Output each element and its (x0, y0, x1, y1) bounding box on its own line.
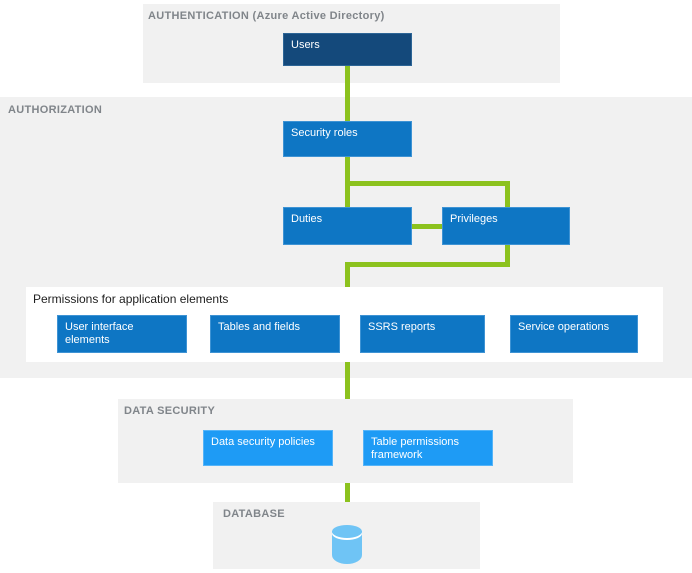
connector-branch-to-privileges-horizontal (345, 181, 510, 186)
tables-and-fields-node: Tables and fields (210, 315, 340, 353)
data-security-policies-node: Data security policies (203, 430, 333, 466)
security-roles-node: Security roles (283, 121, 412, 157)
data-security-section-label: DATA SECURITY (124, 405, 216, 417)
service-operations-node: Service operations (510, 315, 638, 353)
data-security-section: DATA SECURITY (118, 399, 573, 483)
authentication-section-label: AUTHENTICATION (Azure Active Directory) (148, 10, 385, 22)
privileges-node: Privileges (442, 207, 570, 245)
connector-privileges-down (505, 245, 510, 267)
connector-permissions-to-data-security (345, 362, 350, 399)
authentication-section: AUTHENTICATION (Azure Active Directory) (143, 4, 560, 83)
permissions-panel-title: Permissions for application elements (33, 292, 229, 306)
users-node: Users (283, 33, 412, 66)
duties-node: Duties (283, 207, 412, 245)
connector-duties-privileges (412, 224, 442, 229)
connector-into-permissions-panel (345, 262, 350, 287)
table-permissions-framework-node: Table permissions framework (363, 430, 493, 466)
authorization-section-label: AUTHORIZATION (8, 104, 103, 116)
connector-branch-to-privileges-vertical (505, 181, 510, 207)
connector-privileges-to-permissions-horizontal (345, 262, 510, 267)
connector-data-security-to-database (345, 483, 350, 502)
connector-users-to-security-roles (345, 66, 350, 121)
database-cylinder-icon (332, 524, 362, 564)
ssrs-reports-node: SSRS reports (360, 315, 485, 353)
database-section-label: DATABASE (223, 508, 285, 520)
database-cylinder-cap (332, 525, 362, 538)
user-interface-elements-node: User interface elements (57, 315, 187, 353)
